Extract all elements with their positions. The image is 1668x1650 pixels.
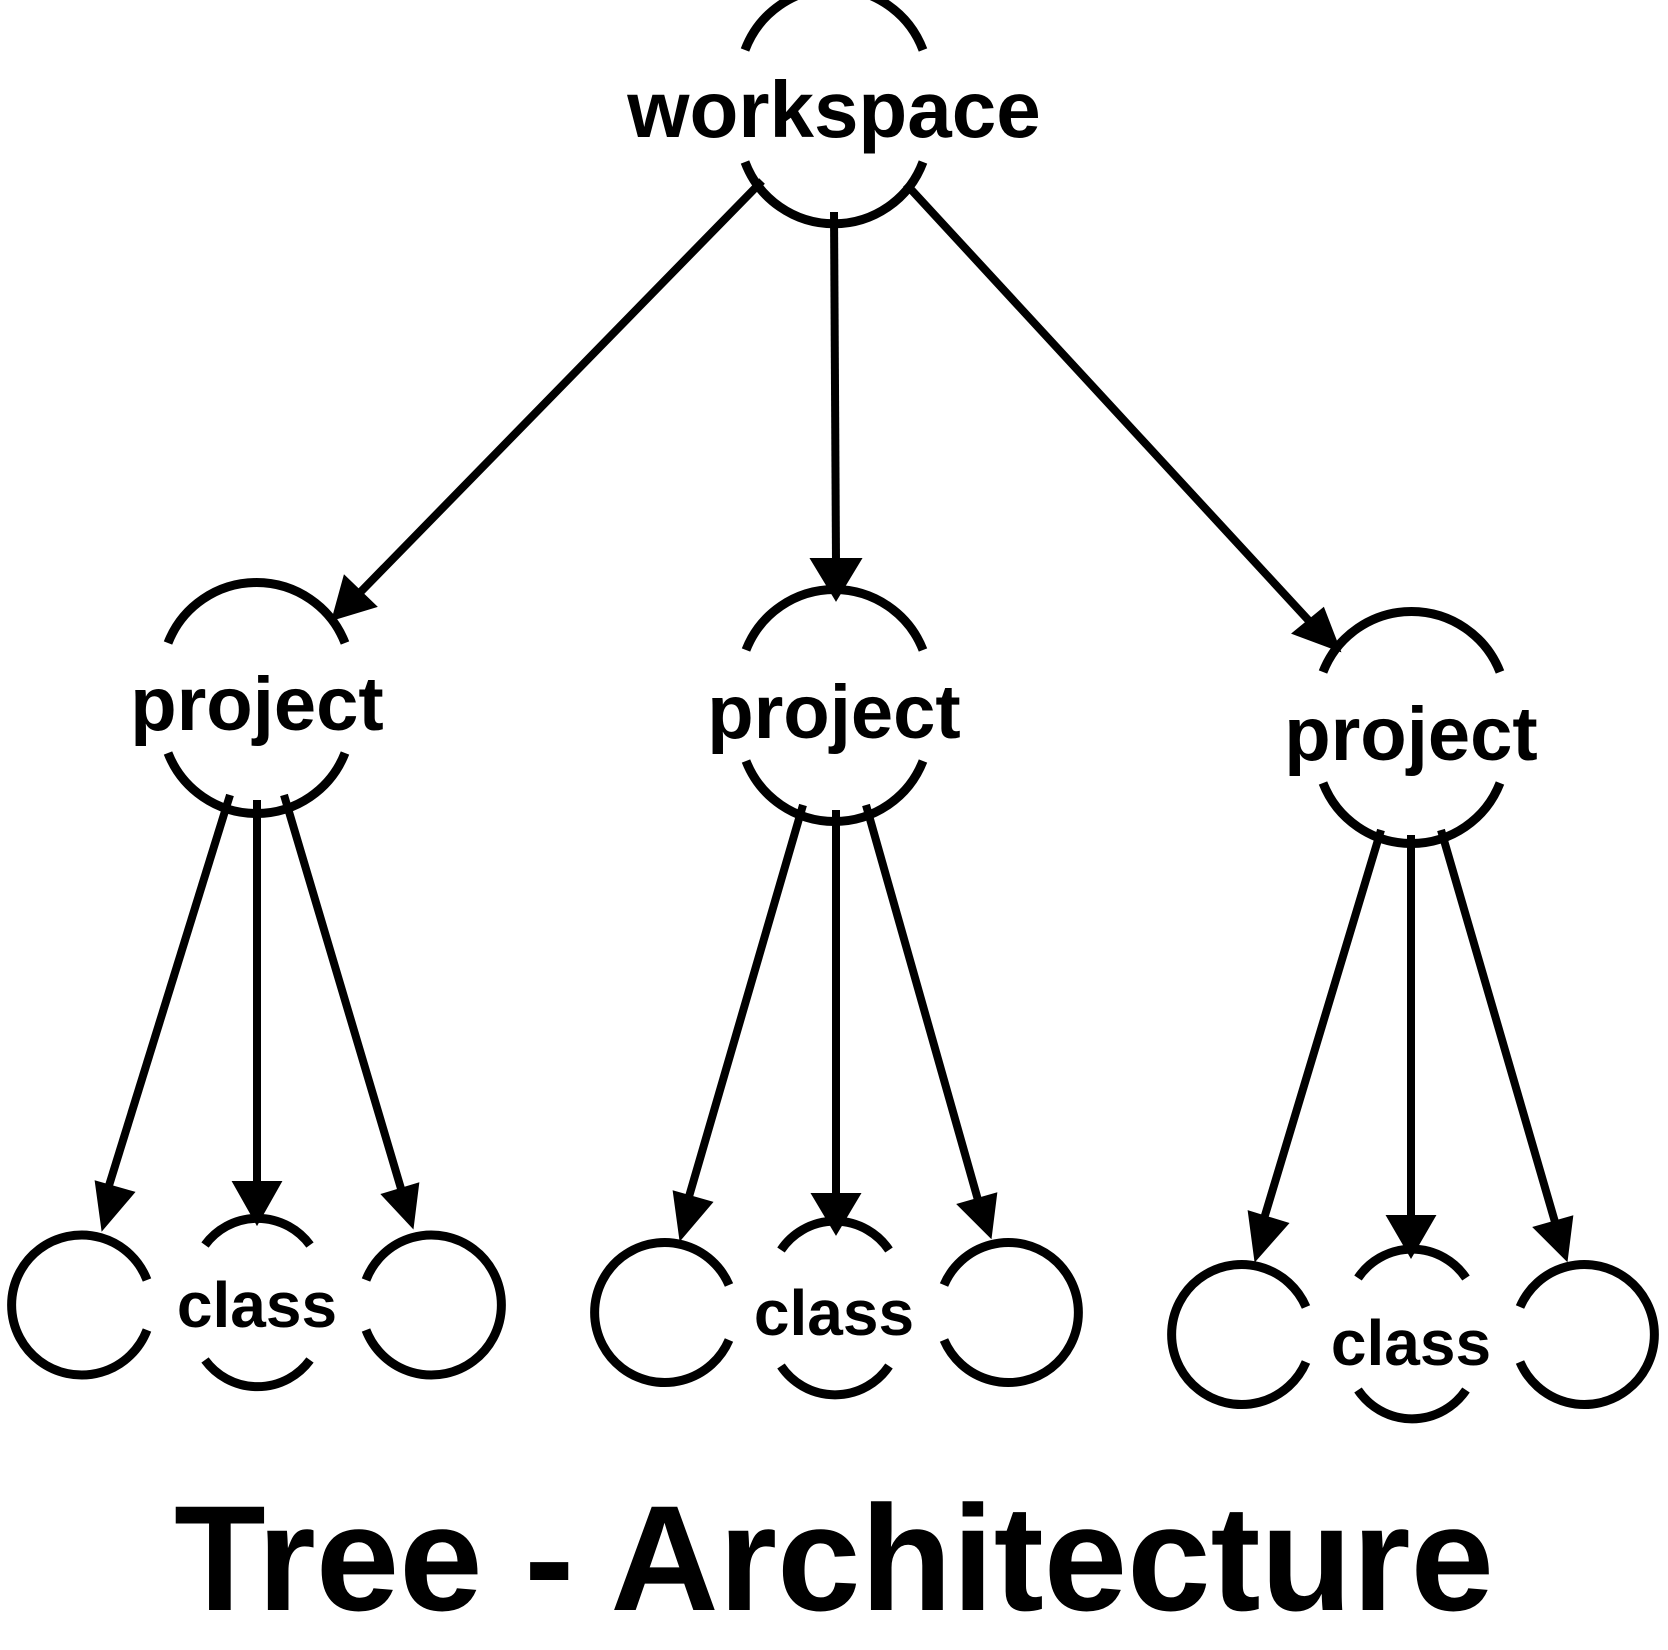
- edge-workspace-project-1: [338, 178, 765, 615]
- leaf-node-1-1: [7, 1230, 152, 1380]
- workspace-label: workspace: [626, 65, 1041, 154]
- leaf-node-2-3: [939, 1238, 1083, 1387]
- class-node-3: class: [1331, 1244, 1491, 1424]
- class-node-1: class: [177, 1213, 337, 1392]
- edge-project-1-child-3: [280, 793, 406, 1194]
- arrowhead: [380, 1182, 420, 1230]
- leaf-node-3-1: [1167, 1260, 1311, 1409]
- edge-project-2-child-3: [862, 803, 982, 1202]
- leaf-node-2-1: [590, 1238, 734, 1387]
- edge-workspace-project-2: [830, 211, 840, 563]
- edge-project-3-child-1: [1259, 828, 1385, 1224]
- edge-project-3-child-3: [1437, 828, 1559, 1224]
- arrowhead: [1291, 606, 1342, 653]
- project-label-1: project: [130, 662, 383, 747]
- class-label-1: class: [177, 1269, 337, 1341]
- workspace-node: workspace: [626, 0, 1041, 229]
- arrowhead: [94, 1180, 136, 1232]
- arrowhead: [1532, 1215, 1574, 1263]
- arrowhead: [809, 558, 863, 602]
- class-node-2: class: [754, 1216, 914, 1400]
- class-label-3: class: [1331, 1307, 1491, 1379]
- edge-workspace-project-3: [903, 181, 1314, 626]
- arrowhead: [810, 1193, 862, 1236]
- class-label-2: class: [754, 1277, 914, 1349]
- arrowhead: [1247, 1210, 1290, 1263]
- project-node-1: project: [130, 578, 384, 818]
- project-node-2: project: [707, 585, 961, 826]
- arrowhead: [331, 574, 378, 621]
- leaf-node-3-3: [1515, 1260, 1659, 1409]
- edge-project-2-child-1: [684, 803, 807, 1202]
- edge-project-1-child-1: [103, 793, 234, 1194]
- leaf-node-1-3: [361, 1230, 506, 1380]
- arrowhead: [1385, 1215, 1437, 1259]
- project-label-2: project: [707, 670, 960, 755]
- project-label-3: project: [1284, 692, 1537, 777]
- project-node-3: project: [1284, 607, 1538, 848]
- arrowhead: [231, 1181, 283, 1227]
- diagram-title: Tree - Architecture: [174, 1474, 1494, 1642]
- arrowhead: [672, 1190, 714, 1242]
- arrowhead: [956, 1192, 998, 1240]
